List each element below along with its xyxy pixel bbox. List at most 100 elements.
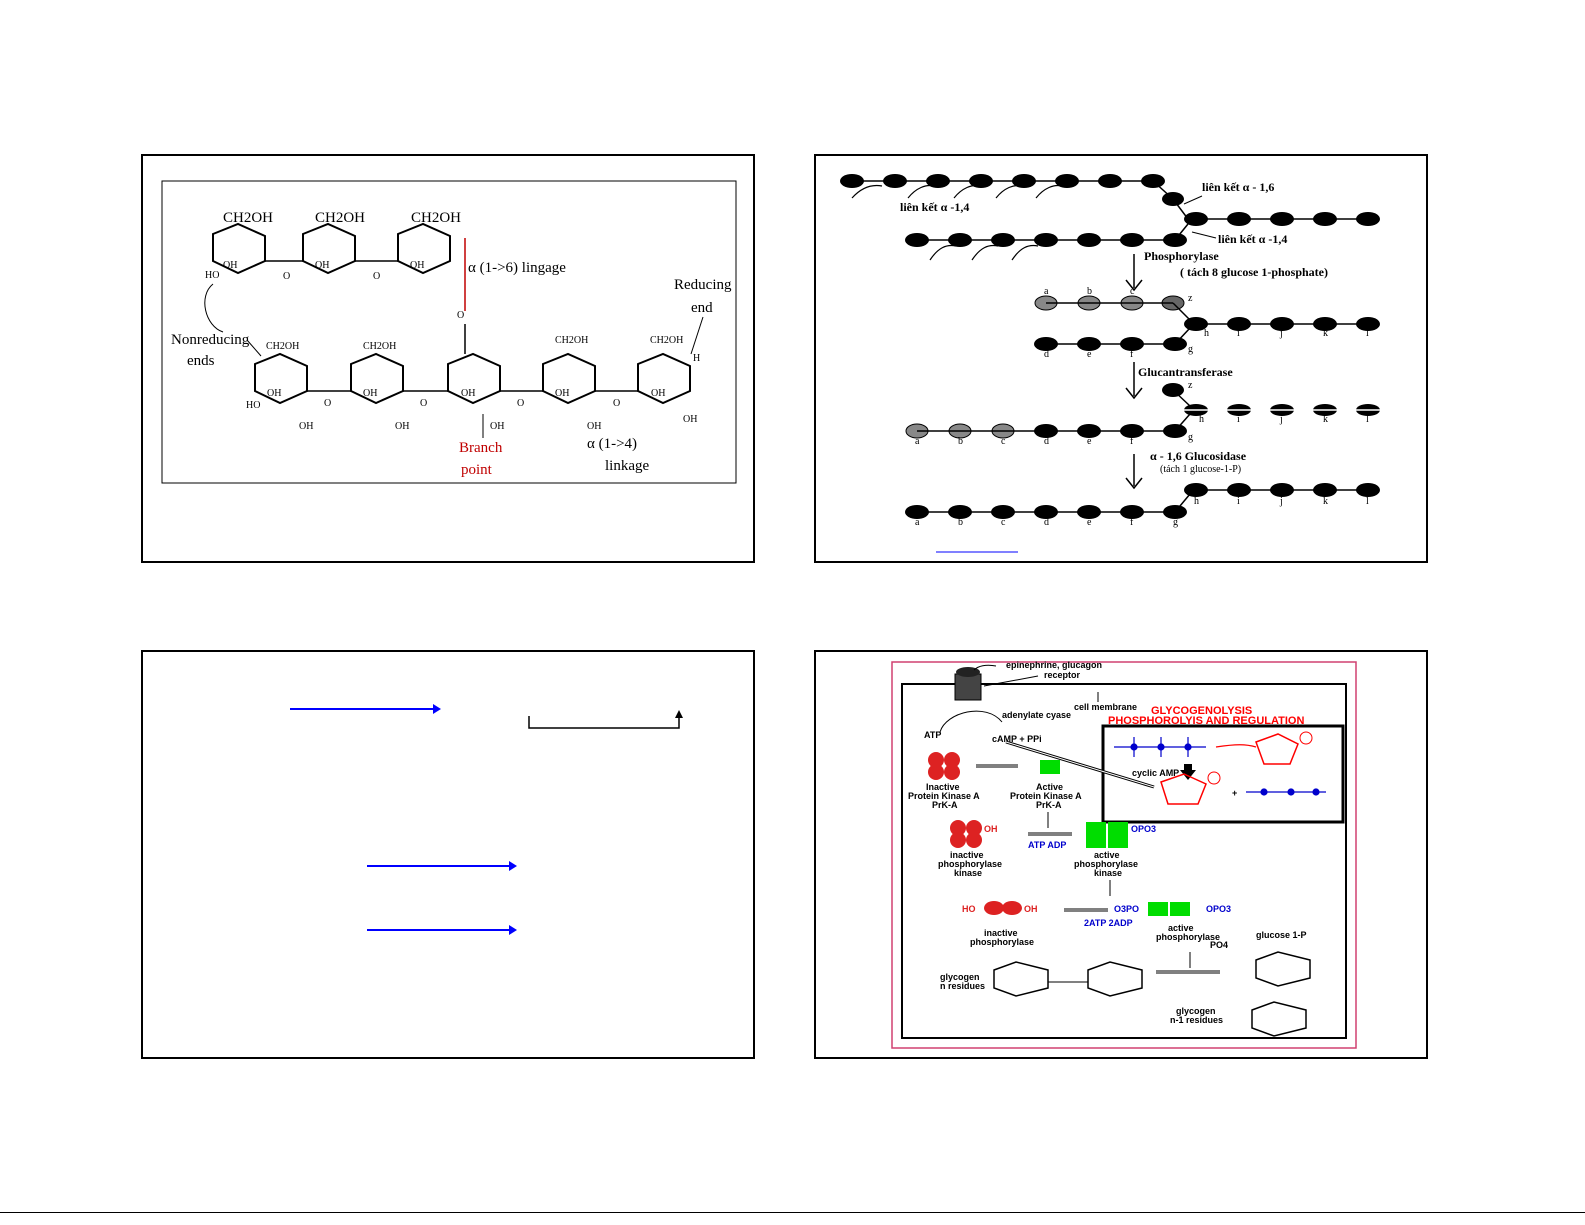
blue-arrowhead-3 [509, 925, 517, 935]
o3po-label: O3PO [1114, 904, 1139, 914]
linkage-label-1: α (1->4) [587, 436, 637, 452]
bottom-oh-d: OH [587, 421, 601, 432]
letter-g-r4: g [1173, 517, 1178, 528]
regulation-diagram: epinephrine, glucagon receptor cell memb… [891, 660, 1357, 1049]
glycogen-structure-diagram: CH2OH CH2OH CH2OH OH OH OH O O HO O α (1… [161, 180, 737, 484]
slide-glycogen-degradation: liên kết α -1,4 liên kết α - 1,6 liên kế… [814, 154, 1428, 563]
opo3-right-label: OPO3 [1206, 904, 1231, 914]
glucose1p-ring [1255, 951, 1311, 987]
nonreducing-label-1: Nonreducing [171, 332, 250, 348]
row1-lower-arrows [929, 244, 1039, 261]
top-oh-1: OH [223, 260, 237, 271]
row4-join [1174, 493, 1191, 513]
inactive-pka-1: Inactive [926, 782, 960, 792]
branch-label-2: point [461, 462, 493, 478]
letter-g-r3: g [1188, 432, 1193, 443]
inactive-phk-1: inactive [950, 850, 984, 860]
footer-line [0, 1212, 1585, 1213]
structure-frame [161, 180, 737, 484]
adenine-icon-1 [1299, 731, 1313, 745]
receptor-icon [954, 673, 982, 701]
slide-blank-arrows [141, 650, 755, 1059]
active-phk-3: kinase [1094, 868, 1122, 878]
arrow-diagram [290, 704, 683, 935]
row3-join [1174, 413, 1191, 432]
label-alpha14-top: liên kết α -1,4 [900, 200, 969, 214]
bottom-ch2oh-4: CH2OH [555, 335, 588, 346]
letter-g-r2: g [1188, 344, 1193, 355]
glycogen-ring-2 [1087, 961, 1143, 997]
adenine-icon-2 [1207, 771, 1221, 785]
row1-arrows [851, 184, 1063, 199]
inactive-pka-2: Protein Kinase A [908, 791, 980, 801]
ribose-ring-2 [1160, 773, 1207, 805]
bottom-ch2oh-5: CH2OH [650, 335, 683, 346]
ph-ho: HO [962, 904, 976, 914]
receptor-pointer [983, 675, 1039, 687]
branch-o: O [457, 310, 464, 321]
active-pka-icon [1040, 760, 1060, 774]
glycogen-n-1: glycogen [940, 972, 980, 982]
alpha14-pointer [1191, 231, 1217, 239]
glucantransferase-arrowhead [1125, 387, 1143, 400]
nonreducing-arrow-2 [246, 339, 262, 357]
active-ph-2: phosphorylase [1156, 932, 1220, 942]
bottom-oh-3: OH [461, 388, 475, 399]
reducing-label-1: Reducing [674, 277, 732, 293]
top-o-1: O [283, 271, 290, 282]
degradation-diagram: liên kết α -1,4 liên kết α - 1,6 liên kế… [840, 174, 1380, 553]
active-pka-2: Protein Kinase A [1010, 791, 1082, 801]
camp-ppi-label: cAMP + PPi [992, 734, 1042, 744]
bottom-oh-5: OH [651, 388, 665, 399]
atp-adp-label: ATP ADP [1028, 840, 1066, 850]
bottom-ch2oh-1: CH2OH [266, 341, 299, 352]
atp-label: ATP [924, 730, 941, 740]
bottom-h-5: H [693, 353, 700, 364]
bottom-ch2oh-2: CH2OH [363, 341, 396, 352]
letter-a-r4: a [915, 517, 920, 528]
phk-opo3: OPO3 [1131, 824, 1156, 834]
epinephrine-label: epinephrine, glucagon [1006, 660, 1102, 670]
letter-k-r3: k [1323, 414, 1328, 425]
inactive-phk-3: kinase [954, 868, 982, 878]
row2-join [1174, 327, 1191, 345]
letter-a-r3: a [915, 436, 920, 447]
letter-b-r3: b [958, 436, 963, 447]
slide-glycogen-structure: CH2OH CH2OH CH2OH OH OH OH O O HO O α (1… [141, 154, 755, 563]
row1-top-chain [840, 174, 1184, 206]
active-pka-1: Active [1036, 782, 1063, 792]
alpha16-pointer [1183, 195, 1203, 205]
letter-h-r4: h [1194, 496, 1199, 507]
label-alpha16: liên kết α - 1,6 [1202, 180, 1274, 194]
glycogen-n1-1: glycogen [1176, 1006, 1216, 1016]
phk-oh: OH [984, 824, 998, 834]
glycogen-n-2: n residues [940, 981, 985, 991]
glucosidase-label: α - 1,6 Glucosidase [1150, 449, 1247, 463]
top-oh-2: OH [315, 260, 329, 271]
active-phk-2: phosphorylase [1074, 859, 1138, 869]
unit-letters: a b c z d e f g h i j k l z a b c d e f … [915, 286, 1369, 528]
inactive-ph-2: phosphorylase [970, 937, 1034, 947]
ppi-structure [1246, 788, 1326, 796]
plus-sign: + [1232, 788, 1237, 798]
letter-c-r2: c [1130, 286, 1135, 297]
letter-d-r2: d [1044, 349, 1049, 360]
bottom-oh-b: OH [395, 421, 409, 432]
bracket-arrow [528, 716, 680, 729]
inactive-phk-icon [950, 820, 982, 848]
letter-f-r3: f [1130, 436, 1134, 447]
letter-e-r4: e [1087, 517, 1092, 528]
glucosidase-note: (tách 1 glucose-1-P) [1160, 464, 1241, 475]
receptor-label: receptor [1044, 670, 1081, 680]
letter-i-r3: i [1237, 414, 1240, 425]
bottom-o-1: O [324, 398, 331, 409]
ribose-ring-1 [1255, 733, 1299, 765]
blue-arrowhead-2 [509, 861, 517, 871]
down-arrow-icon [1180, 764, 1196, 780]
cyclic-amp-inset [1101, 724, 1345, 824]
bottom-oh-c: OH [490, 421, 504, 432]
ph-oh: OH [1024, 904, 1038, 914]
letter-i-r4: i [1237, 496, 1240, 507]
label-alpha14-right: liên kết α -1,4 [1218, 232, 1287, 246]
letter-f-r2: f [1130, 349, 1134, 360]
